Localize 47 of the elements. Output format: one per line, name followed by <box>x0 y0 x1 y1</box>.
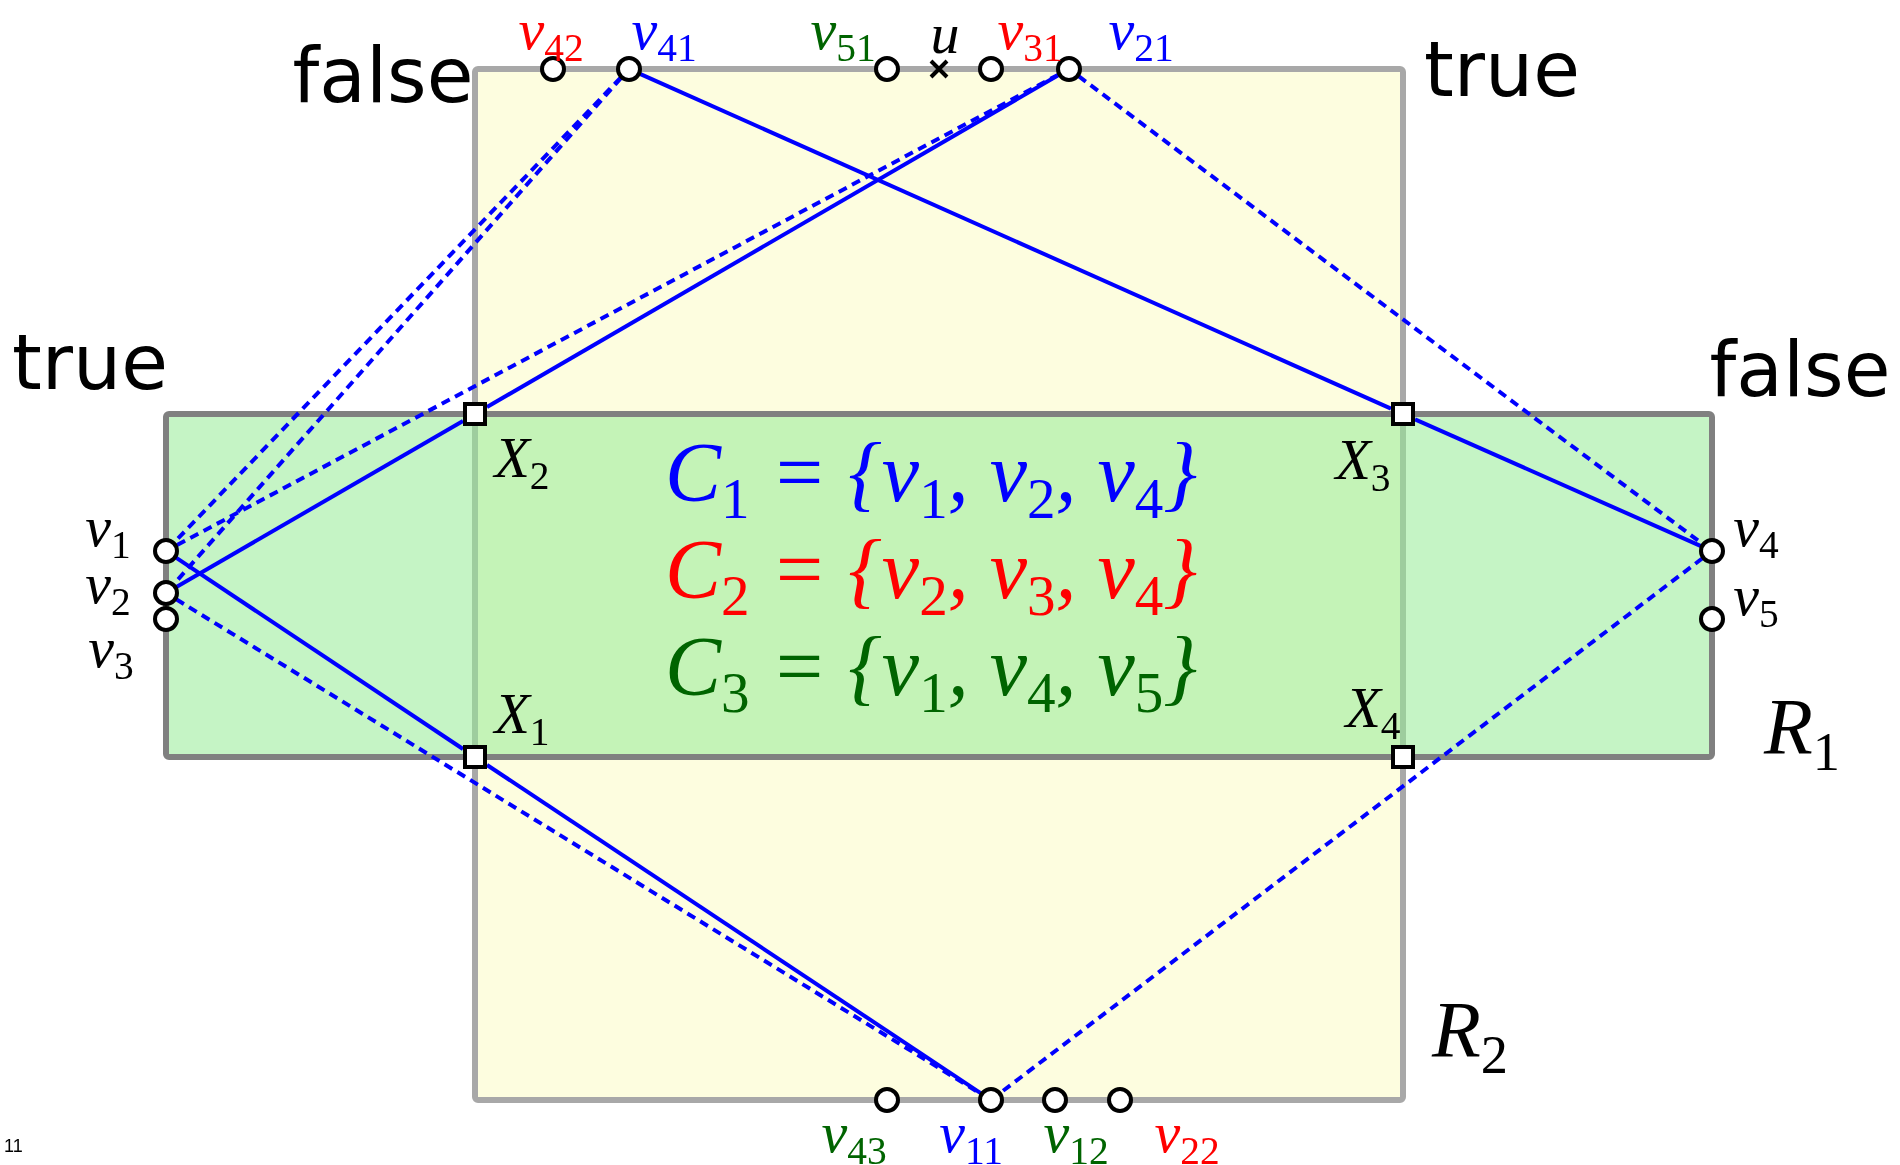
vertex-label: v$_{1}$ <box>85 498 131 556</box>
vertex-circle <box>978 1087 1004 1113</box>
edge-line <box>175 419 464 589</box>
crossing-square <box>463 402 487 426</box>
vertex-circle <box>153 580 179 606</box>
edge-line <box>1414 417 1702 548</box>
vertex-label: v$_{11}$ <box>939 1104 1003 1162</box>
page-number: 11 <box>4 1137 23 1155</box>
truth-value-label: true <box>12 325 168 401</box>
edge-line <box>639 72 1392 411</box>
vertex-circle <box>1042 1087 1068 1113</box>
vertex-label: X$_{2}$ <box>494 429 550 487</box>
vertex-circle <box>1699 538 1725 564</box>
edge-line <box>485 763 983 1096</box>
vertex-label: v$_{51}$ <box>810 1 876 59</box>
edge-line <box>174 556 465 751</box>
truth-value-label: false <box>1709 332 1891 408</box>
vertex-label: X$_{4}$ <box>1345 679 1401 737</box>
crossing-square <box>1391 402 1415 426</box>
vertex-label: v$_{12}$ <box>1043 1104 1109 1162</box>
vertex-circle <box>874 56 900 82</box>
cross-mark <box>928 58 950 80</box>
vertex-circle <box>616 56 642 82</box>
vertex-label: v$_{4}$ <box>1733 498 1779 556</box>
vertex-label: X$_{1}$ <box>494 685 550 743</box>
vertex-label: v$_{43}$ <box>821 1104 887 1162</box>
vertex-circle <box>1699 606 1725 632</box>
vertex-label: v$_{22}$ <box>1154 1104 1220 1162</box>
vertex-label: v$_{31}$ <box>997 1 1063 59</box>
vertex-label: u <box>930 5 960 63</box>
vertex-label: v$_{41}$ <box>631 1 697 59</box>
vertex-label: v$_{3}$ <box>88 619 134 677</box>
vertex-circle <box>153 538 179 564</box>
vertex-circle <box>153 606 179 632</box>
vertex-circle <box>1107 1087 1133 1113</box>
vertex-circle <box>874 1087 900 1113</box>
vertex-circle <box>978 56 1004 82</box>
vertex-label: v$_{42}$ <box>518 1 584 59</box>
truth-value-label: false <box>292 38 474 114</box>
vertex-label: X$_{3}$ <box>1335 431 1391 489</box>
truth-value-label: true <box>1424 32 1580 108</box>
vertex-label: v$_{5}$ <box>1733 567 1779 625</box>
dashed-edge <box>175 72 1060 548</box>
crossing-square <box>1391 745 1415 769</box>
vertex-label: v$_{21}$ <box>1108 1 1174 59</box>
crossing-square <box>463 745 487 769</box>
dashed-edge <box>999 556 1704 1095</box>
